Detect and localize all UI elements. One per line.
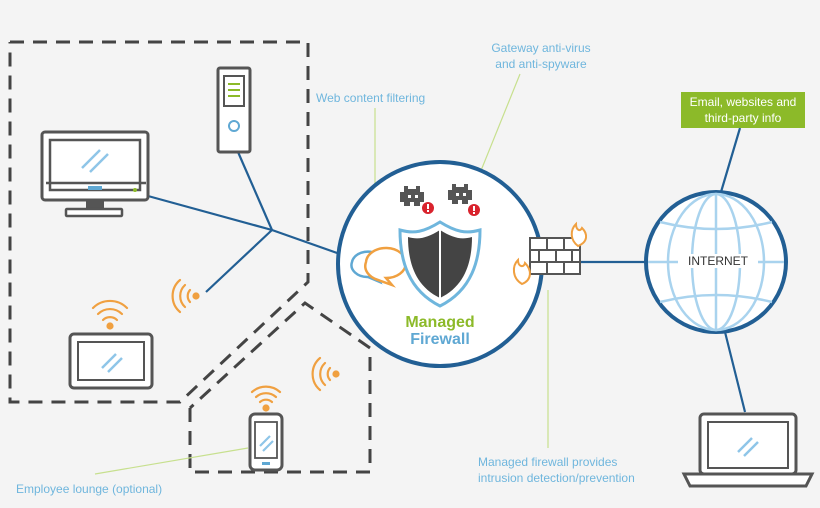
internet-label: INTERNET: [678, 254, 758, 268]
wifi-signal-icon: [91, 299, 129, 330]
smartphone-icon: [248, 412, 284, 472]
flame-icon: [512, 257, 531, 286]
server-tower-icon: [216, 66, 252, 154]
space-invader-icon: [448, 184, 480, 216]
wifi-signal-icon: [311, 356, 340, 392]
flame-icon: [570, 221, 588, 248]
office-zone-border: [8, 40, 310, 404]
chat-bubbles-icon: [350, 246, 408, 288]
employee-lounge-label: Employee lounge (optional): [16, 482, 163, 496]
network-links: [147, 127, 747, 413]
laptop-icon: [681, 412, 815, 488]
shield-icon: [398, 220, 482, 308]
desktop-monitor-icon: [40, 130, 150, 218]
tablet-icon: [68, 332, 154, 390]
space-invader-icon: [400, 186, 434, 214]
callout-lines: [94, 73, 549, 475]
managed-firewall-title: Managed Firewall: [405, 314, 475, 348]
wifi-signal-icon: [171, 278, 200, 314]
wifi-signal-icon: [250, 385, 282, 412]
lounge-zone-border: [188, 301, 372, 474]
web-filtering-label: Web content filtering: [316, 91, 426, 105]
brick-firewall-icon: [529, 237, 581, 275]
